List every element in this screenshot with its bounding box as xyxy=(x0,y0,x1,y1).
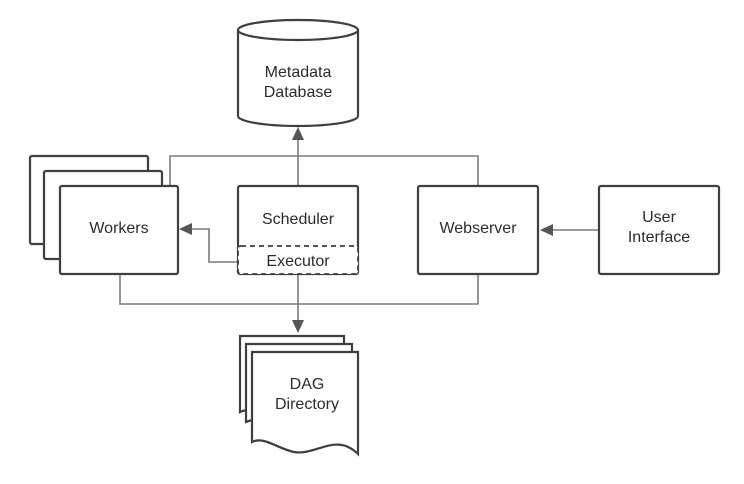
arrow-to-database xyxy=(292,127,304,140)
webserver-label: Webserver xyxy=(439,220,517,237)
connector-executor-to-workers xyxy=(192,228,238,263)
dag-directory-label-line1: DAG xyxy=(290,376,325,393)
connectors xyxy=(119,127,598,333)
user-interface-label-line1: User xyxy=(642,209,676,226)
arrow-to-workers xyxy=(179,223,192,235)
scheduler-node: Scheduler Executor xyxy=(236,184,360,276)
dag-directory-label-line2: Directory xyxy=(275,396,339,413)
user-interface-box xyxy=(597,184,721,276)
executor-label: Executor xyxy=(266,253,330,270)
connector-workers-to-database-bus xyxy=(169,155,479,186)
webserver-node: Webserver xyxy=(416,184,540,276)
database-cylinder-icon xyxy=(236,18,360,128)
user-interface-label-line2: Interface xyxy=(628,229,690,246)
metadata-database-node: Metadata Database xyxy=(236,18,360,128)
database-cylinder-rim xyxy=(236,29,360,42)
scheduler-label: Scheduler xyxy=(262,211,335,228)
user-interface-node: User Interface xyxy=(597,184,721,276)
workers-node: Workers xyxy=(28,154,180,276)
dag-document-icon xyxy=(250,350,360,457)
metadata-database-label-line1: Metadata xyxy=(265,64,332,81)
workers-stack-front xyxy=(58,184,180,276)
connector-bottom-bus xyxy=(119,274,479,305)
arrow-to-webserver xyxy=(540,224,553,236)
metadata-database-label-line2: Database xyxy=(264,84,333,101)
webserver-box xyxy=(416,184,540,276)
executor-box xyxy=(237,245,359,275)
dag-directory-node: DAG Directory xyxy=(238,334,360,457)
workers-label: Workers xyxy=(89,220,148,237)
arrow-to-dag-directory xyxy=(292,320,304,333)
